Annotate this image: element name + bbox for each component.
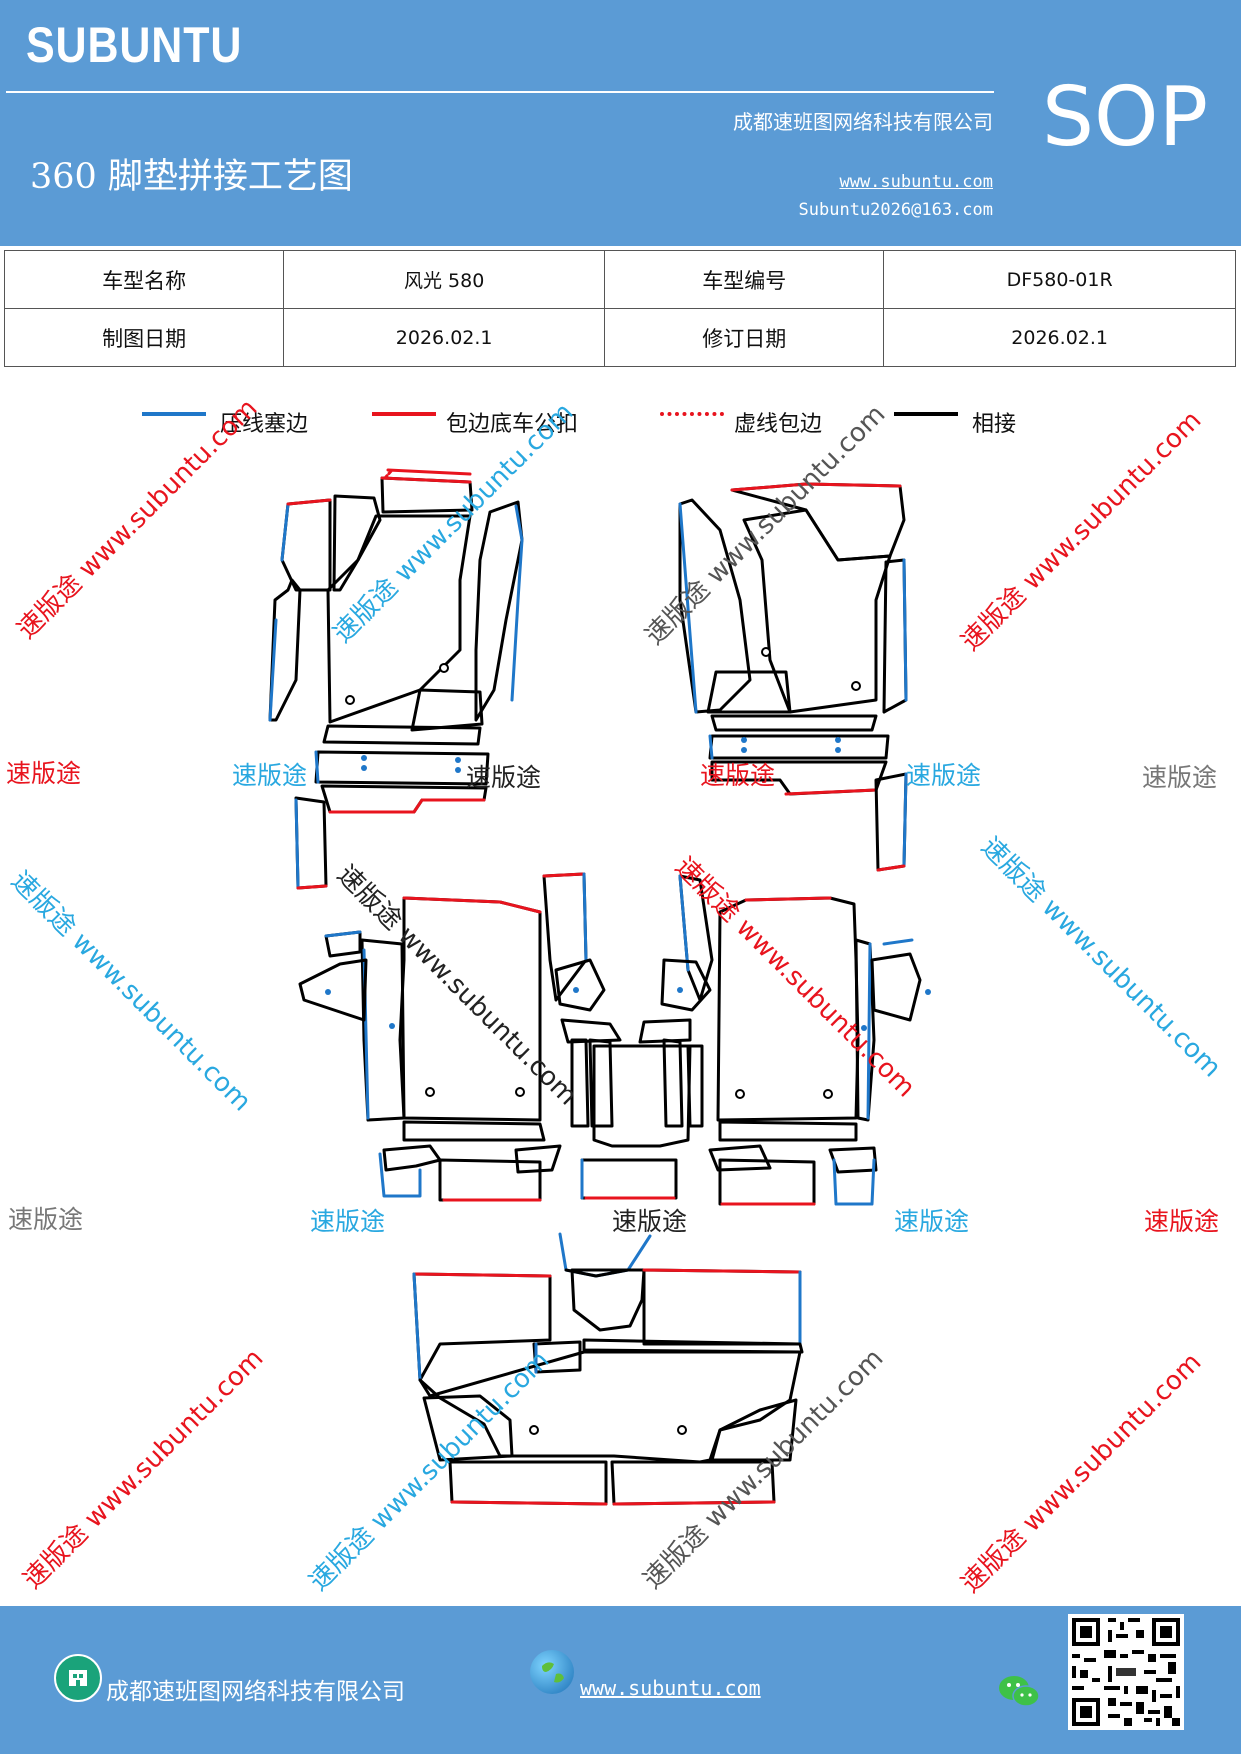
document-title: 360 脚垫拼接工艺图 xyxy=(30,157,353,197)
email-address: Subuntu2026@163.com xyxy=(798,200,993,220)
label-model-code: 车型编号 xyxy=(604,250,885,309)
header: SUBUNTU 成都速班图网络科技有限公司 360 脚垫拼接工艺图 www.su… xyxy=(0,0,1241,246)
building-icon xyxy=(54,1654,102,1702)
watermark-text: 速版途 xyxy=(1142,763,1217,792)
label-model-name: 车型名称 xyxy=(3,250,285,309)
watermark-text: 速版途 www.subuntu.com xyxy=(18,1343,270,1595)
legend-swatch-red-dotted xyxy=(660,412,724,416)
header-divider xyxy=(6,91,994,93)
watermark-text: 速版途 www.subuntu.com xyxy=(975,832,1227,1084)
mat-middle-center xyxy=(580,1044,692,1200)
company-name: 成都速班图网络科技有限公司 xyxy=(733,110,993,134)
watermark-text: 速版途 www.subuntu.com xyxy=(638,1343,890,1595)
table-row: 车型名称 风光 580 车型编号 DF580-01R xyxy=(3,250,1236,309)
watermark-text: 速版途 xyxy=(1144,1207,1219,1236)
globe-icon xyxy=(530,1650,574,1694)
watermark-text: 速版途 xyxy=(310,1207,385,1236)
watermark-text: 速版途 www.subuntu.com xyxy=(328,397,580,649)
website-link[interactable]: www.subuntu.com xyxy=(839,172,993,192)
mat-holes xyxy=(345,663,449,705)
watermark-text: 速版途 xyxy=(700,761,775,790)
watermark-text: 速版途 xyxy=(894,1207,969,1236)
watermark-text: 速版途 xyxy=(232,761,307,790)
qr-code[interactable] xyxy=(1068,1614,1184,1730)
footer-company-name: 成都速班图网络科技有限公司 xyxy=(106,1679,405,1705)
legend-swatch-blue xyxy=(142,412,206,416)
mat-front-right xyxy=(678,482,908,872)
watermark-short-group: 速版途 速版途 速版途 速版途 速版途 速版途 速版途 速版途 速版途 速版途 … xyxy=(6,759,1219,1236)
watermark-text: 速版途 www.subuntu.com xyxy=(304,1345,556,1597)
watermark-text: 速版途 xyxy=(6,759,81,788)
mat-middle-left xyxy=(298,872,622,1202)
footer-website-link[interactable]: www.subuntu.com xyxy=(580,1676,761,1700)
value-revision-date: 2026.02.1 xyxy=(883,308,1236,367)
watermark-text: 速版途 www.subuntu.com xyxy=(956,405,1208,657)
legend-label: 包边底车公扣 xyxy=(446,412,579,437)
floor-mat-diagram: 速版途 速版途 速版途 速版途 速版途 速版途 速版途 速版途 速版途 速版途 … xyxy=(5,393,1227,1599)
watermark-text: 速版途 xyxy=(466,763,541,792)
watermark-text: 速版途 xyxy=(8,1205,83,1234)
wechat-icon[interactable] xyxy=(996,1672,1044,1712)
footer: 成都速班图网络科技有限公司 www.subuntu.com xyxy=(0,1606,1241,1754)
value-draw-date: 2026.02.1 xyxy=(283,308,606,367)
mat-rear xyxy=(412,1232,804,1506)
legend-swatch-black xyxy=(894,412,958,416)
mat-front-left xyxy=(268,468,524,890)
clip-dots xyxy=(361,755,461,773)
label-revision-date: 修订日期 xyxy=(604,308,885,367)
watermark-text: 速版途 xyxy=(906,761,981,790)
watermark-text: 速版途 www.subuntu.com xyxy=(12,393,264,645)
watermark-long-group: 速版途 www.subuntu.com 速版途 www.subuntu.com … xyxy=(5,393,1227,1599)
legend-label: 虚线包边 xyxy=(734,412,823,437)
info-table: 车型名称 风光 580 车型编号 DF580-01R 制图日期 2026.02.… xyxy=(3,250,1236,367)
watermark-text: 速版途 www.subuntu.com xyxy=(5,866,257,1118)
sop-label: SOP xyxy=(1042,70,1209,165)
legend-swatch-red xyxy=(372,412,436,416)
watermark-text: 速版途 xyxy=(612,1207,687,1236)
mat-middle-right xyxy=(638,874,922,1206)
value-model-code: DF580-01R xyxy=(883,250,1236,309)
legend-label: 相接 xyxy=(972,412,1017,437)
label-draw-date: 制图日期 xyxy=(3,308,285,367)
table-row: 制图日期 2026.02.1 修订日期 2026.02.1 xyxy=(3,308,1236,367)
watermark-text: 速版途 www.subuntu.com xyxy=(956,1347,1208,1599)
legend-label: 压线塞边 xyxy=(220,412,309,437)
brand-logo: SUBUNTU xyxy=(26,17,243,73)
value-model-name: 风光 580 xyxy=(283,250,606,309)
